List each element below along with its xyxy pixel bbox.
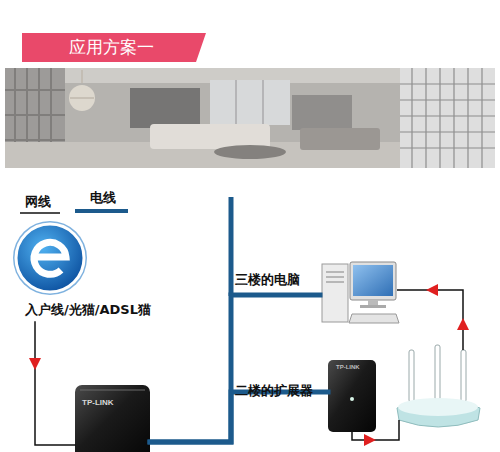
- internet-icon: [16, 224, 84, 292]
- brand-label: TP-LINK: [82, 398, 114, 407]
- photo-haze: [5, 68, 495, 168]
- arrow-head: [29, 358, 41, 370]
- pc-drive-slots: [326, 272, 344, 282]
- legend-label: 网线: [25, 194, 51, 210]
- flow-arrow: [457, 318, 469, 330]
- power-line: [229, 197, 234, 296]
- icon-ring: [13, 221, 87, 295]
- network-cable: [397, 290, 463, 350]
- range-extender: 二楼的扩展器TP-LINK: [328, 360, 376, 432]
- power-line: [150, 295, 320, 442]
- brand-label: TP-LINK: [336, 364, 360, 371]
- flow-arrow: [426, 284, 438, 296]
- legend-sample-power: [75, 209, 128, 213]
- pc-screen: [353, 265, 393, 296]
- legend-sample-cable: [20, 212, 60, 214]
- internet-e-symbol: [34, 242, 66, 274]
- photo-base: [5, 68, 495, 168]
- pc-tower: [322, 264, 348, 322]
- pc-monitor: [350, 262, 396, 300]
- computer: 三楼的电脑: [320, 258, 400, 330]
- router-antenna: [435, 345, 440, 400]
- range-extender: [328, 360, 376, 432]
- adapter-highlight: [80, 390, 145, 391]
- pc-keyboard: [349, 314, 399, 323]
- room-photo: [5, 68, 495, 168]
- legend-label: 电线: [90, 190, 116, 206]
- wireless-router: [397, 345, 480, 427]
- router-antenna: [409, 350, 414, 402]
- router-top: [398, 398, 478, 416]
- device-label: 三楼的电脑: [235, 272, 300, 288]
- device-label: 入户线/光猫/ADSL猫: [25, 302, 151, 318]
- title-banner: [22, 33, 206, 62]
- banner-title: 应用方案一: [22, 33, 200, 62]
- network-cable: [35, 322, 75, 445]
- flow-arrow: [364, 434, 376, 446]
- network-cable: [352, 420, 399, 440]
- pc-stand-base: [360, 305, 386, 308]
- powerline-adapter: TP-LINK: [75, 385, 150, 452]
- powerline-adapter: [75, 385, 150, 452]
- device-label: 二楼的扩展器: [235, 383, 313, 399]
- extender-led: [350, 397, 354, 401]
- router-antenna: [461, 350, 466, 402]
- power-line: [150, 392, 328, 442]
- internet-source: 入户线/光猫/ADSL猫: [14, 222, 204, 322]
